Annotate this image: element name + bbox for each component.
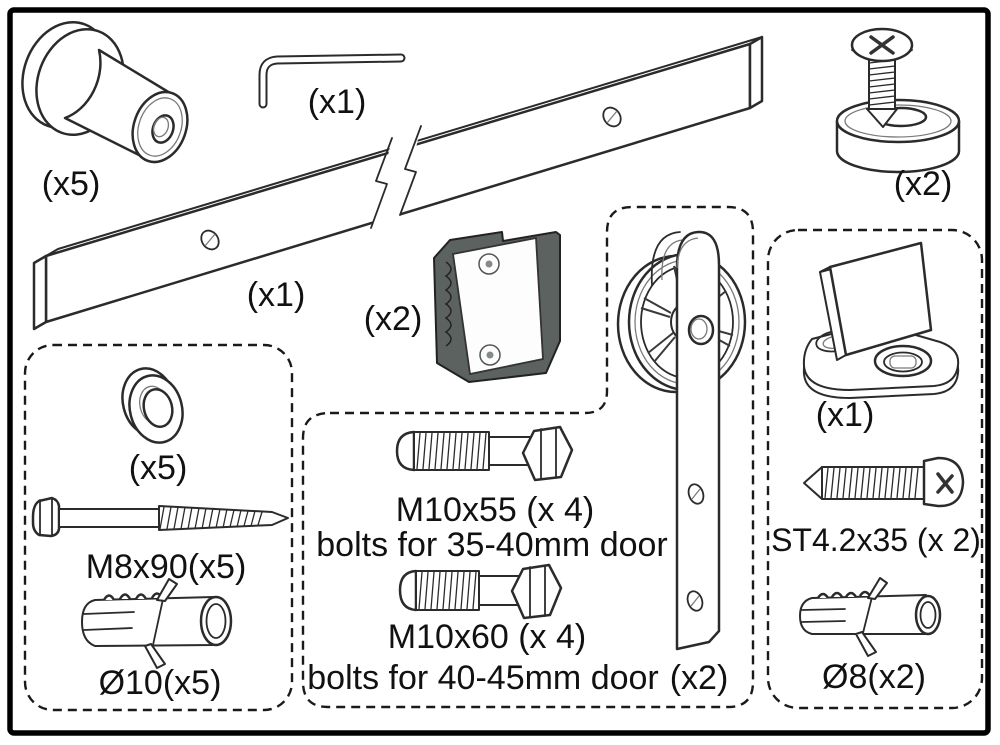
floor-guide-drawing	[802, 241, 960, 399]
bumper-ribs	[444, 261, 452, 347]
rail-break-mark	[370, 137, 393, 229]
bolt-60-desc: bolts for 40-45mm door	[307, 659, 659, 697]
rail-drawing	[32, 35, 764, 331]
group-box-middle	[301, 205, 755, 709]
wall-spacer-drawing	[21, 21, 189, 164]
allen-key-drawing	[258, 53, 406, 109]
washer-qty-label: (x5)	[129, 449, 188, 487]
strap-hole	[687, 483, 705, 505]
roller-hanger-drawing	[616, 230, 747, 651]
group-box-right	[766, 228, 984, 710]
roller-hanger-qty-label: (x2)	[670, 659, 729, 697]
rail-qty-label: (x1)	[247, 276, 306, 314]
self-tapping-screw-drawing	[803, 456, 965, 508]
cap-screw-qty-label: (x2)	[894, 165, 953, 203]
self-tapping-screw-label: ST4.2x35 (x 2)	[771, 522, 981, 558]
door-stop-drawing	[433, 231, 561, 383]
bolt-55-label: M10x55 (x 4)	[396, 491, 594, 529]
wall-anchor-8-drawing	[799, 577, 942, 657]
wall-anchor-10-label: Ø10(x5)	[99, 664, 222, 702]
floor-guide-qty-label: (x1)	[816, 396, 875, 434]
phillips-cross-icon	[869, 35, 895, 55]
rail-screw-hole	[602, 106, 622, 128]
lag-screw-label: M8x90(x5)	[86, 548, 247, 586]
washer-drawing	[121, 367, 184, 444]
bolt-60-label: M10x60 (x 4)	[388, 618, 586, 656]
group-box-left	[23, 343, 294, 712]
rail-break-gap	[371, 126, 421, 230]
phillips-cross-icon	[936, 472, 954, 494]
lag-screw-drawing	[31, 496, 289, 538]
hex-bolt-55-drawing	[395, 425, 574, 482]
wall-anchor-10-drawing	[81, 578, 233, 669]
wall-anchor-8-label: Ø8(x2)	[822, 658, 926, 696]
rail-break-mark	[399, 125, 422, 216]
bolt-55-desc: bolts for 35-40mm door	[316, 526, 668, 564]
rail-screw-hole	[200, 229, 220, 251]
wall-spacer-qty-label: (x5)	[42, 165, 101, 203]
hub-bolt	[687, 314, 715, 346]
door-stop-qty-label: (x2)	[364, 300, 423, 338]
allen-key-qty-label: (x1)	[308, 83, 367, 121]
cap-screw-drawing	[835, 27, 961, 174]
hex-bolt-60-drawing	[398, 563, 563, 620]
strap-hole	[686, 590, 704, 612]
